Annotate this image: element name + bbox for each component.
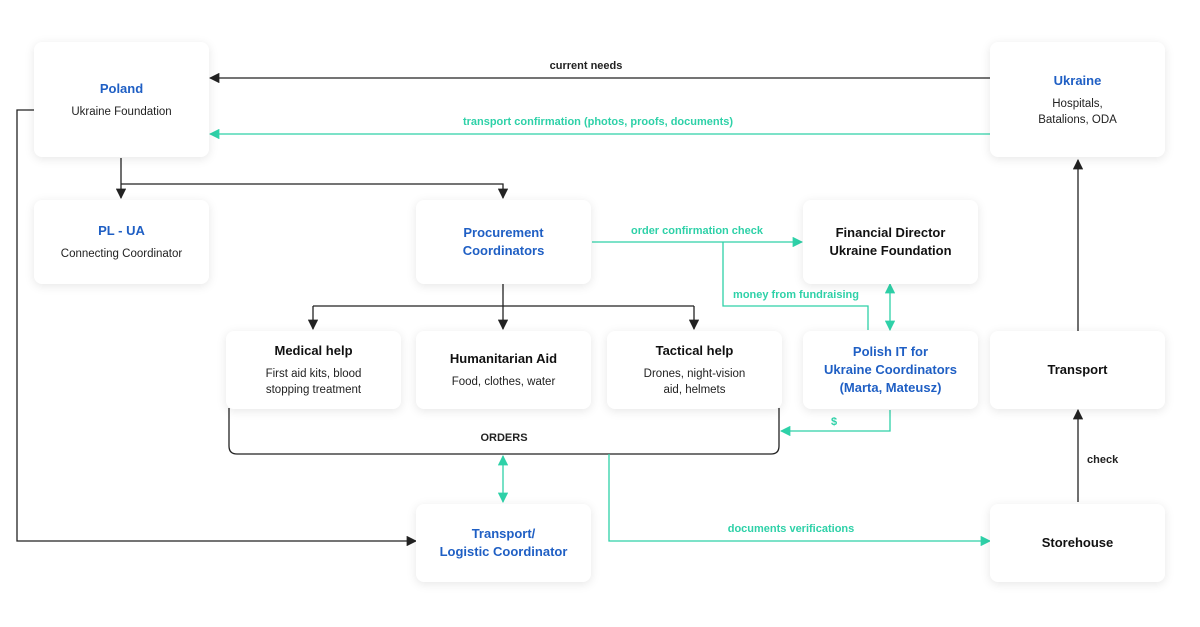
node-poland: Poland Ukraine Foundation [34,42,209,157]
node-ukraine-title: Ukraine [1053,72,1102,88]
node-medical-subtitle: First aid kits, blood stopping treatment [265,368,362,396]
label-check: check [1087,454,1119,466]
node-poland-subtitle: Ukraine Foundation [71,105,172,118]
label-transport-confirmation: transport confirmation (photos, proofs, … [463,116,733,128]
arrow-dollar [779,410,891,437]
label-money-fundraising: money from fundraising [733,289,859,301]
line-money-fundraising [722,242,869,330]
node-polish-it: Polish IT for Ukraine Coordinators (Mart… [803,331,978,409]
node-storehouse-title: Storehouse [1041,535,1114,550]
node-poland-title: Poland [99,80,144,96]
label-orders: ORDERS [480,432,527,444]
node-medical-title: Medical help [274,343,353,358]
node-storehouse: Storehouse [990,504,1165,582]
label-documents-verifications: documents verifications [728,523,855,535]
node-financial-title: Financial Director Ukraine Foundation [829,225,952,258]
node-tactical-subtitle: Drones, night-vision aid, helmets [643,368,746,396]
orders-bracket [228,408,780,455]
node-humanitarian-title: Humanitarian Aid [449,351,558,366]
node-medical: Medical help First aid kits, blood stopp… [226,331,401,409]
node-plua: PL - UA Connecting Coordinator [34,200,209,284]
node-logistic: Transport/ Logistic Coordinator [416,504,591,582]
node-transport: Transport [990,331,1165,409]
node-ukraine-subtitle: Hospitals, Batalions, ODA [1038,97,1117,126]
node-transport-title: Transport [1047,362,1108,377]
arrow-poland-to-procurement [121,183,509,200]
node-financial: Financial Director Ukraine Foundation [803,200,978,284]
node-procurement: Procurement Coordinators [416,200,591,284]
label-order-confirmation: order confirmation check [631,225,764,237]
node-plua-subtitle: Connecting Coordinator [60,248,183,260]
node-plua-title: PL - UA [98,223,145,238]
node-logistic-title: Transport/ Logistic Coordinator [439,526,568,559]
node-tactical: Tactical help Drones, night-vision aid, … [607,331,782,409]
node-polish-it-title: Polish IT for Ukraine Coordinators (Mart… [824,344,957,395]
node-humanitarian-subtitle: Food, clothes, water [451,376,556,388]
node-tactical-title: Tactical help [655,343,734,358]
label-current-needs: current needs [550,60,623,72]
node-procurement-title: Procurement Coordinators [462,225,545,258]
node-ukraine: Ukraine Hospitals, Batalions, ODA [990,42,1165,157]
arrow-documents-verifications [608,454,992,547]
arrow-poland-to-logistic [16,109,418,547]
node-humanitarian: Humanitarian Aid Food, clothes, water [416,331,591,409]
label-dollar: $ [831,416,837,428]
